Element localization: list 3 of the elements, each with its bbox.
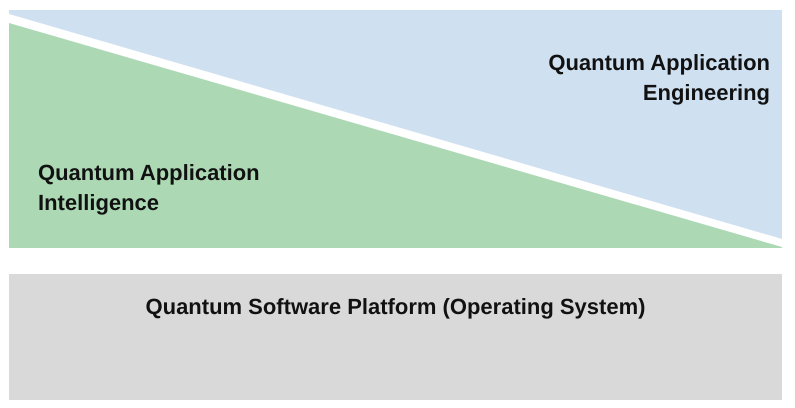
layer-label: Quantum Software Platform (Operating System)	[144, 293, 646, 321]
layer-label: Quantum Application Intelligence	[38, 159, 261, 217]
layer-label: Quantum Application Engineering	[547, 49, 770, 107]
